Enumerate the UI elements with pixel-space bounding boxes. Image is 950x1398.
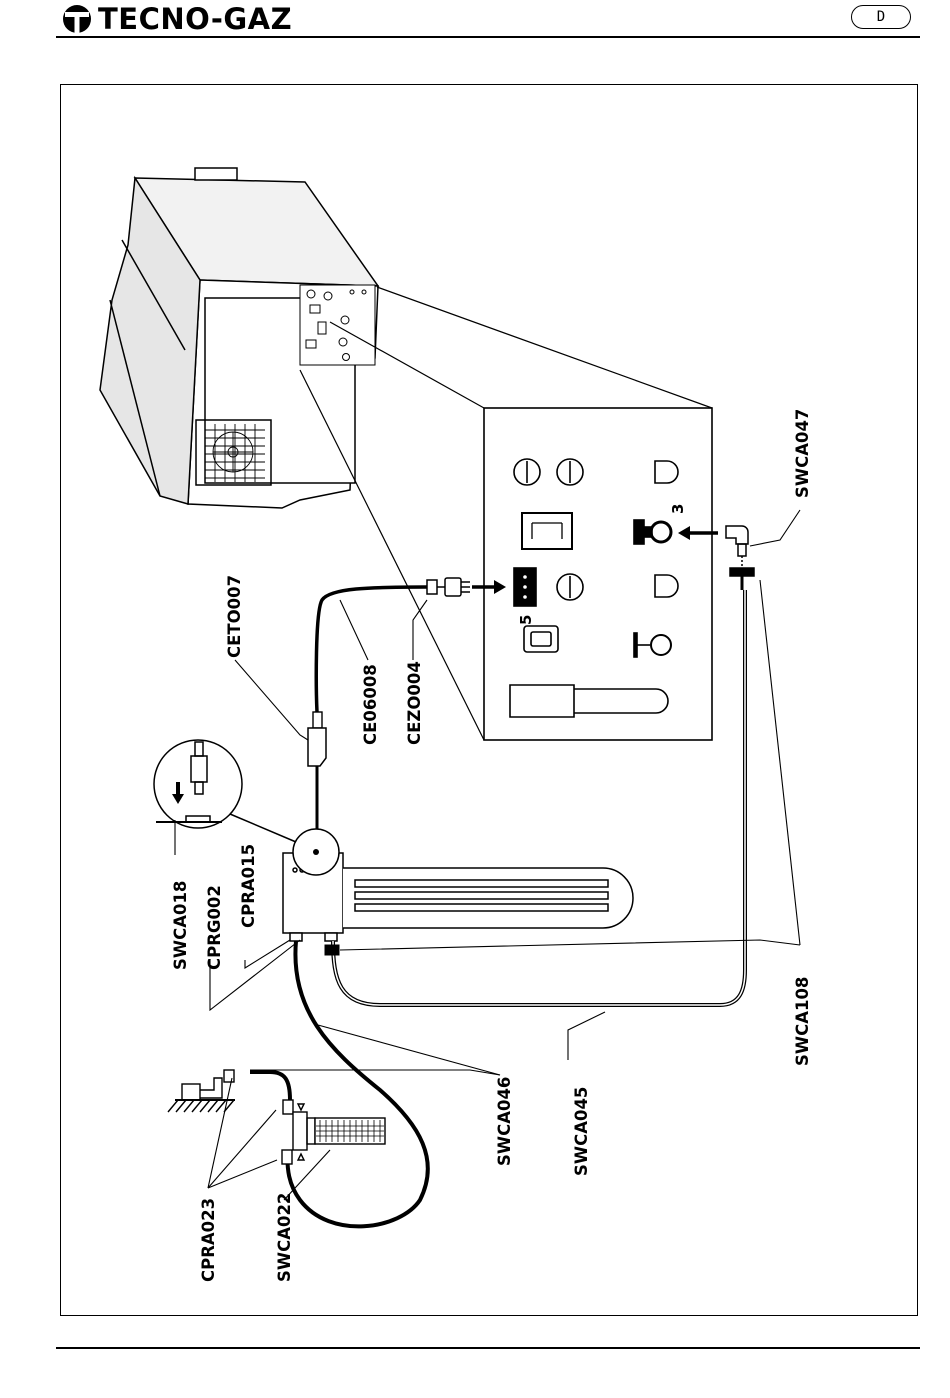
filter-cartridge — [282, 1100, 385, 1164]
rear-panel-detail — [484, 408, 712, 740]
label-swca046: SWCA046 — [495, 1077, 514, 1166]
main-unit — [100, 168, 378, 508]
label-cpra023: CPRA023 — [199, 1198, 218, 1282]
wall-tap — [168, 1070, 235, 1112]
label-cpra015: CPRA015 — [239, 844, 258, 928]
port-number-5: 5 — [517, 615, 535, 625]
port-number-3: 3 — [669, 504, 687, 514]
label-swca022: SWCA022 — [275, 1193, 294, 1282]
label-swca108: SWCA108 — [793, 977, 812, 1066]
label-cezo004: CEZO004 — [405, 661, 424, 745]
footer-rule — [56, 1347, 920, 1349]
label-swca018: SWCA018 — [171, 881, 190, 970]
power-plug — [427, 578, 506, 596]
label-ceto007: CETO007 — [225, 575, 244, 658]
label-cprg002: CPRG002 — [205, 885, 224, 970]
label-swca047: SWCA047 — [793, 409, 812, 498]
label-swca045: SWCA045 — [572, 1087, 591, 1176]
label-ce06008: CE06008 — [361, 664, 380, 745]
heater-unit — [283, 829, 633, 941]
